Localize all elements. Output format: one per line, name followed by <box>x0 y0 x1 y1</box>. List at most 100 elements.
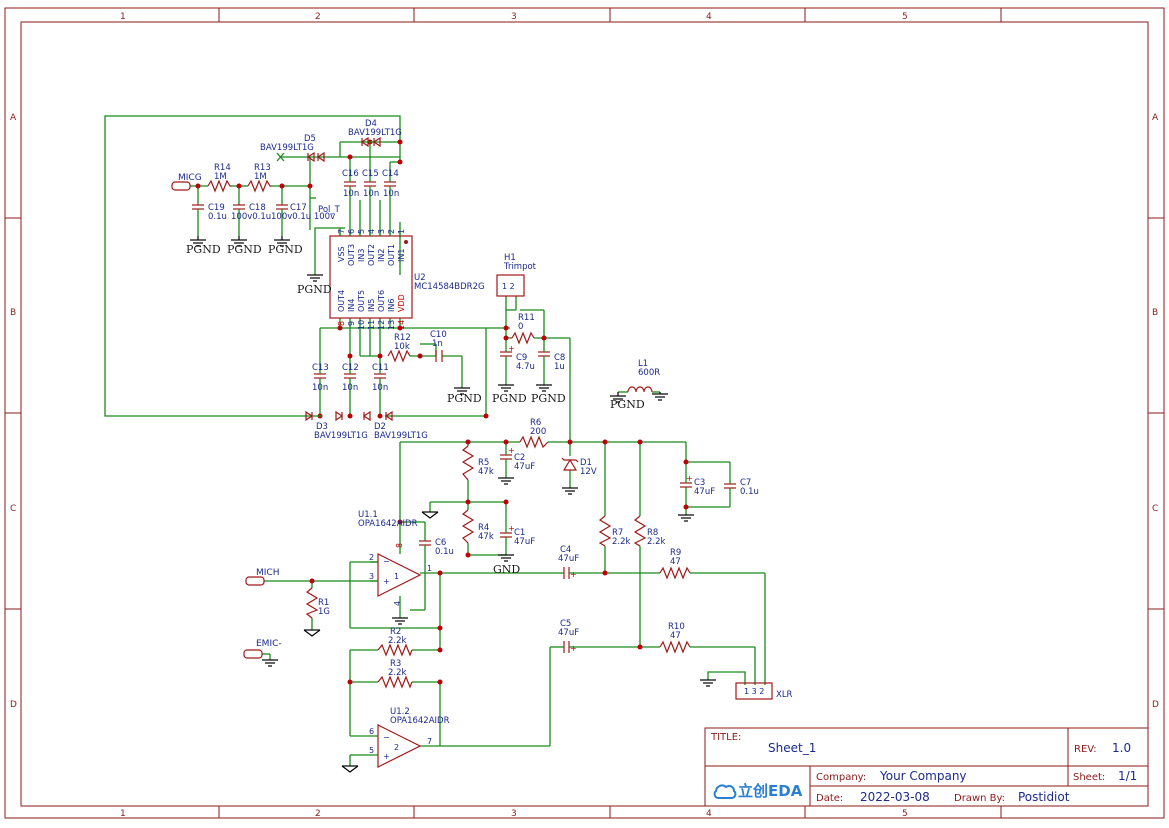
r14-ref: R14 <box>214 163 231 173</box>
u1-1-num: 1 <box>394 572 399 581</box>
r11-body <box>511 331 535 345</box>
u2-top-num-6: 1 <box>397 229 406 234</box>
u2-bot-num-6: 14 <box>397 320 406 330</box>
u1-2-triangle <box>377 724 422 768</box>
c14-ref: C14 <box>382 169 399 179</box>
zone-col-1b: 1 <box>120 809 126 819</box>
zone-col-3: 3 <box>511 12 517 22</box>
c13-val: 10n <box>312 383 328 393</box>
r10-body <box>659 640 691 654</box>
r6-ref: R6 <box>530 418 541 428</box>
ground-symbols <box>190 236 716 773</box>
l1-val: 600R <box>638 368 660 378</box>
r14-body <box>207 179 232 193</box>
company-label: Company: <box>816 772 866 783</box>
diode-d2 <box>362 410 393 422</box>
u2-bot-pin-6: VDD <box>397 294 406 312</box>
pgnd-label-1: PGND <box>186 243 221 256</box>
gnd-d1 <box>562 487 578 495</box>
c4-val: 47uF <box>558 554 579 564</box>
gnd-r1 <box>303 629 321 637</box>
r4-val: 47k <box>478 532 494 542</box>
zone-col-4: 4 <box>706 12 712 22</box>
diode-d5 <box>276 151 326 163</box>
svg-text:+: + <box>508 344 515 353</box>
zone-col-2: 2 <box>315 12 321 22</box>
diode-d4 <box>360 136 384 148</box>
u2-bot-num-3: 11 <box>367 320 376 330</box>
u2-bot-num-4: 12 <box>377 320 386 330</box>
emic-flag <box>243 649 263 659</box>
u1-2-pin7: 7 <box>427 737 432 746</box>
d4-val: BAV199LT1G <box>348 128 402 138</box>
net-emic: EMIC- <box>256 639 282 649</box>
xlr-ref: XLR <box>776 690 793 700</box>
r8-val: 2.2k <box>647 537 666 547</box>
c5-ref: C5 <box>560 619 571 629</box>
svg-text:+: + <box>570 570 577 579</box>
r4-ref: R4 <box>478 523 489 533</box>
c17-val: 100v0.1u 100v <box>271 212 335 222</box>
c15-val: 10n <box>363 189 379 199</box>
u2-top-pin-0: VSS <box>337 246 346 262</box>
date-label: Date: <box>816 793 843 804</box>
zone-col-3b: 3 <box>511 809 517 819</box>
title-label: TITLE: <box>710 732 741 743</box>
company-value: Your Company <box>879 769 967 783</box>
r4-body <box>461 509 475 544</box>
pgnd-label-6: PGND <box>492 392 527 405</box>
r2-val: 2.2k <box>388 636 407 646</box>
c17-ref: C17 <box>290 203 307 213</box>
r6-val: 200 <box>530 427 546 437</box>
gnd-label-c1: GND <box>493 563 520 576</box>
c11-ref: C11 <box>372 363 389 373</box>
u2-bot-pin-1: IN4 <box>347 299 356 312</box>
r3-val: 2.2k <box>388 668 407 678</box>
r7-ref: R7 <box>612 528 623 538</box>
rev-value: 1.0 <box>1112 741 1131 755</box>
gnd-emic <box>262 659 278 667</box>
zone-row-d-r: D <box>1152 700 1159 710</box>
c11-val: 10n <box>372 383 388 393</box>
r12-val: 10k <box>394 342 410 352</box>
zone-col-4b: 4 <box>706 809 712 819</box>
u2-top-pin-1: OUT3 <box>347 244 356 266</box>
net-micg: MICG <box>178 173 202 183</box>
r5-ref: R5 <box>478 458 489 468</box>
c16-val: 10n <box>343 189 359 199</box>
c18-val: 100v0.1u <box>231 212 271 222</box>
gnd-u12 <box>341 765 359 773</box>
r7-val: 2.2k <box>612 537 631 547</box>
pgnd-c8 <box>536 384 552 392</box>
pgnd-u2 <box>307 274 323 282</box>
zone-row-c: C <box>10 504 16 514</box>
r5-body <box>461 445 475 481</box>
r13-body <box>247 179 272 193</box>
pgnd-c9 <box>498 384 514 392</box>
d5-val: BAV199LT1G <box>260 143 314 153</box>
r12-ref: R12 <box>394 333 411 343</box>
net-labels: MICG MICH EMIC- Pol_T PGND PGND PGND PGN… <box>178 173 645 649</box>
c3-val: 47uF <box>694 487 715 497</box>
svg-text:+: + <box>570 644 577 653</box>
c18-ref: C18 <box>249 203 266 213</box>
d1-ref: D1 <box>580 458 592 468</box>
u2-top-num-5: 2 <box>387 229 396 234</box>
u1-1-ref: U1.1 <box>358 510 378 520</box>
u2-bot-pin-4: OUT6 <box>377 290 386 312</box>
r3-body <box>377 675 413 689</box>
l1-ref: L1 <box>638 359 648 369</box>
c19-val: 0.1u <box>208 212 227 222</box>
d4-ref: D4 <box>365 119 377 129</box>
gnd-l1 <box>652 392 668 401</box>
sheet-frame <box>4 7 1165 819</box>
c10-ref: C10 <box>430 330 447 340</box>
c9-val: 4.7u <box>516 362 535 372</box>
sheet-title: Sheet_1 <box>768 741 816 755</box>
gnd-xlr <box>700 679 716 687</box>
gnd-u1 <box>392 617 408 625</box>
sheet-value: 1/1 <box>1118 769 1137 783</box>
c7-val: 0.1u <box>740 487 759 497</box>
sheet-label: Sheet: <box>1073 772 1105 783</box>
logo-text: 立创EDA <box>738 782 803 800</box>
